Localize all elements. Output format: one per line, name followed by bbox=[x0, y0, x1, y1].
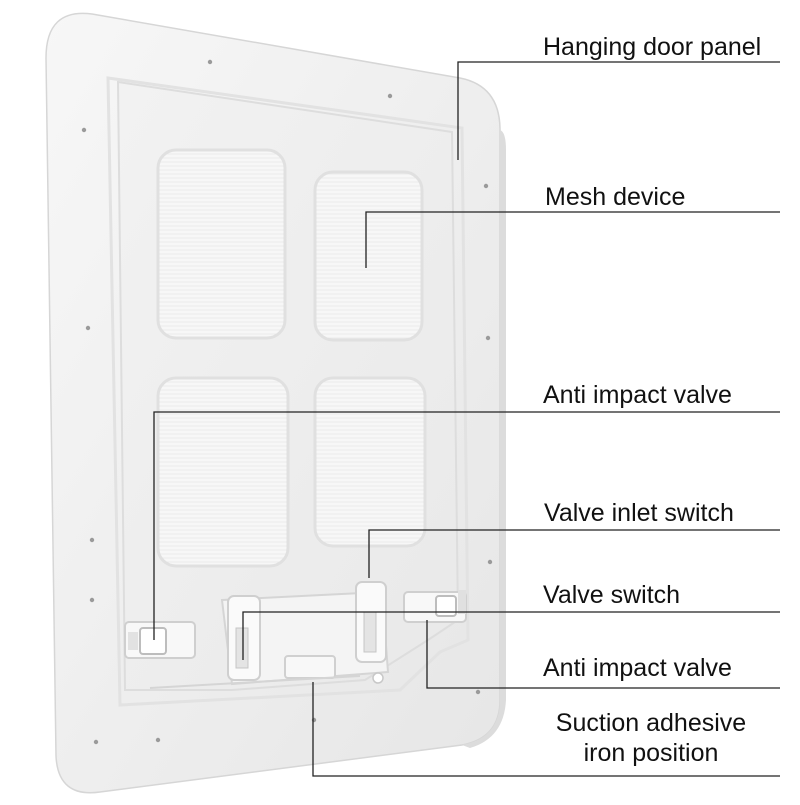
mesh-window-bottom-left bbox=[156, 376, 290, 568]
panel-edge bbox=[462, 130, 506, 748]
center-slider-track bbox=[149, 581, 390, 689]
leader-anti-impact-valve-top bbox=[153, 411, 780, 640]
label-mesh-device: Mesh device bbox=[545, 183, 686, 211]
label-valve-switch: Valve switch bbox=[543, 581, 681, 609]
label-suction-adhesive-iron-position: Suction adhesive iron position bbox=[546, 708, 756, 768]
leader-hanging-door-panel bbox=[457, 61, 780, 160]
mesh-window-top-right bbox=[313, 170, 424, 342]
label-suction-adhesive-line2: iron position bbox=[583, 739, 719, 767]
leader-mesh-device bbox=[365, 211, 780, 268]
right-valve bbox=[403, 590, 467, 623]
label-valve-inlet-switch: Valve inlet switch bbox=[544, 499, 734, 527]
label-anti-impact-valve-bottom: Anti impact valve bbox=[543, 654, 732, 682]
leader-anti-impact-valve-bottom bbox=[426, 620, 780, 689]
label-suction-adhesive-line1: Suction adhesive bbox=[555, 709, 747, 737]
label-anti-impact-valve-top: Anti impact valve bbox=[543, 381, 732, 409]
leader-valve-inlet-switch bbox=[368, 529, 780, 578]
leader-suction-adhesive bbox=[312, 682, 780, 777]
mesh-window-top-left bbox=[156, 148, 287, 340]
left-valve bbox=[124, 621, 196, 659]
inner-frame-border bbox=[106, 76, 470, 707]
leader-lines bbox=[153, 61, 780, 777]
leader-valve-switch bbox=[242, 611, 780, 660]
label-hanging-door-panel: Hanging door panel bbox=[543, 33, 762, 61]
mesh-window-bottom-right bbox=[313, 376, 427, 548]
